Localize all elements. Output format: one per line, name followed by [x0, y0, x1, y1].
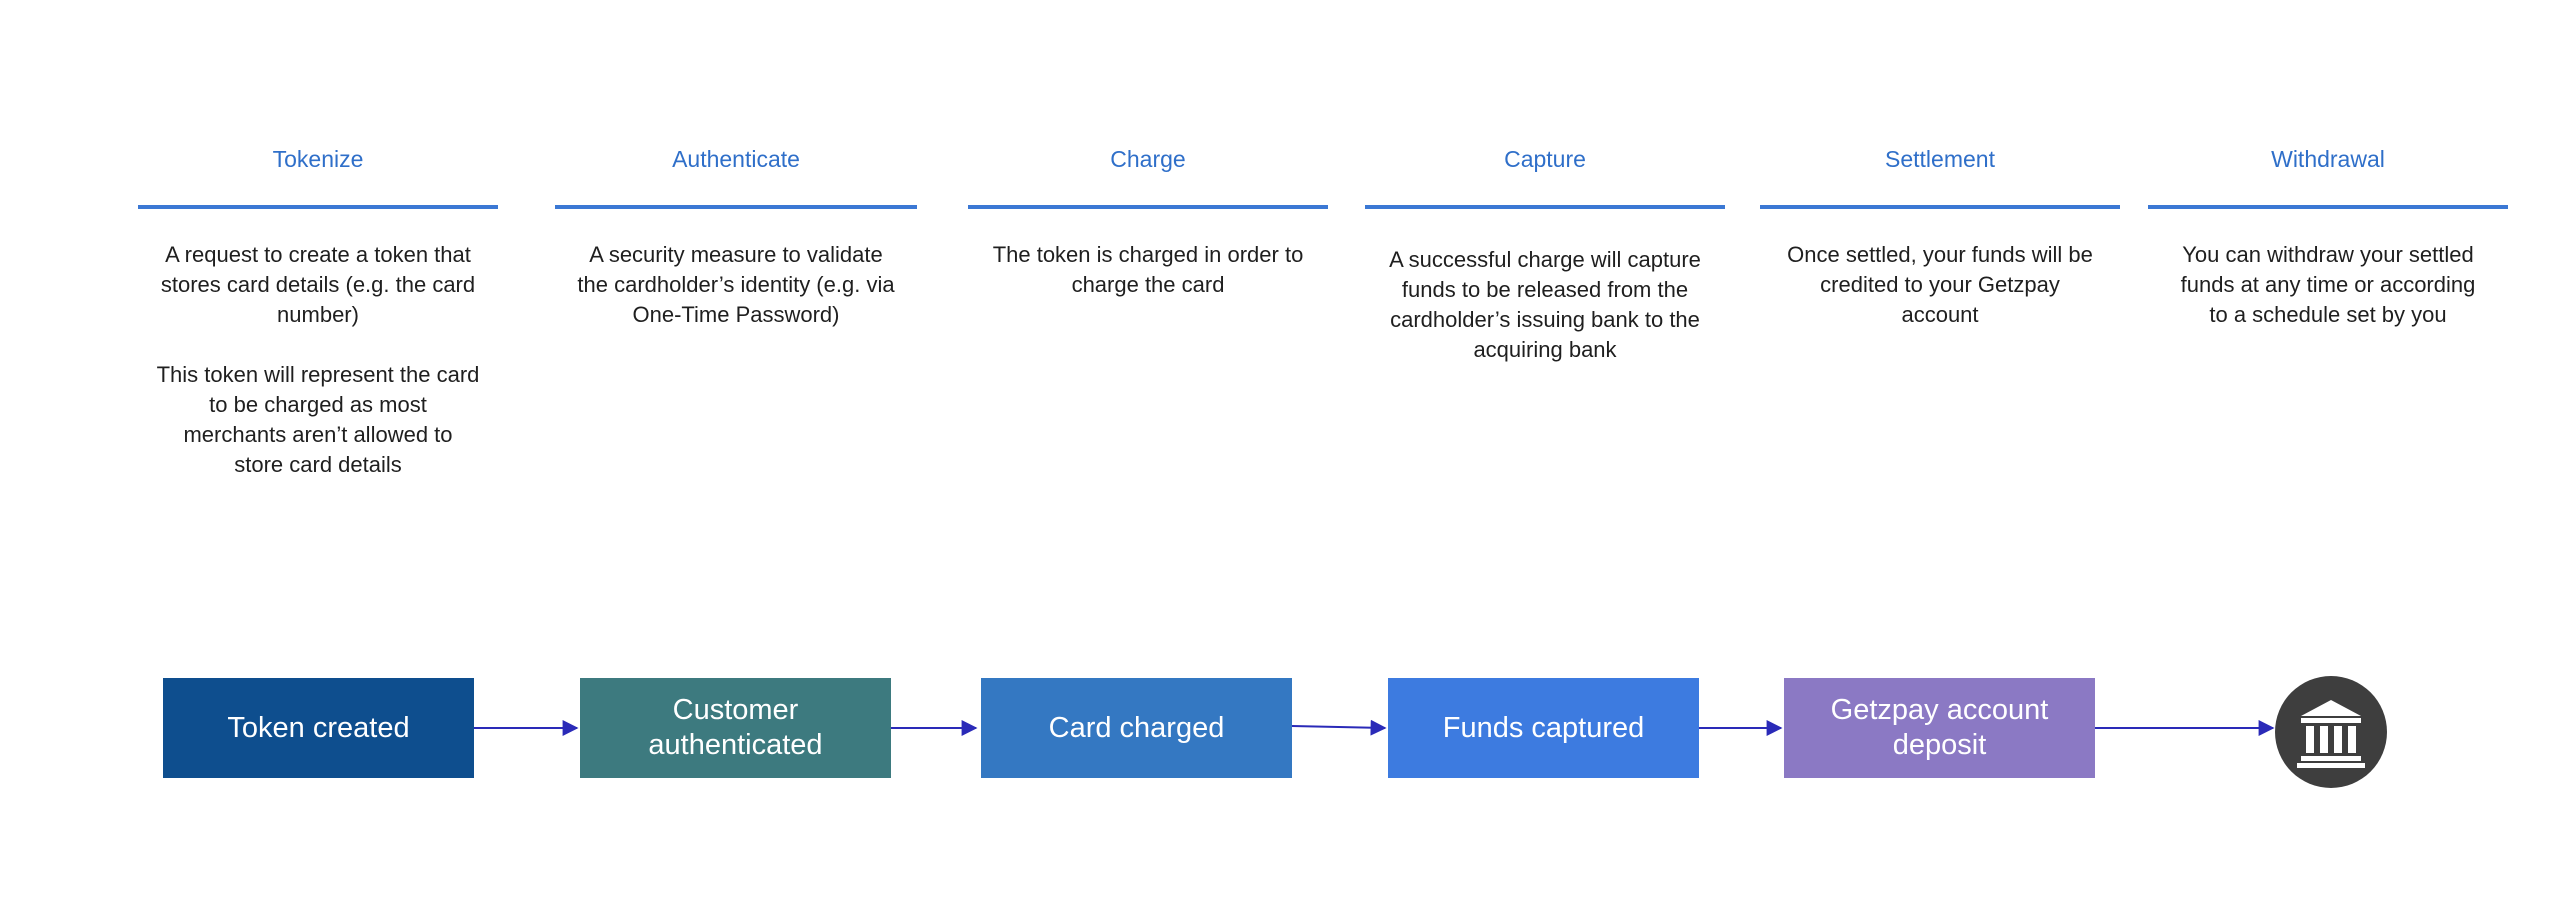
stage-description-line: A request to create a token that stores … [160, 242, 476, 327]
step-customer-authenticated: Customer authenticated [580, 678, 891, 778]
stage-divider [1760, 205, 2120, 209]
stage-title: Charge [1110, 146, 1186, 172]
step-label: Customer authenticated [648, 694, 823, 761]
flow-arrow [1291, 719, 1387, 736]
stage-description: Once settled, your funds will be credite… [1782, 240, 2098, 330]
stage-title: Capture [1504, 146, 1586, 172]
bank-icon [2275, 676, 2387, 788]
step-funds-captured: Funds captured [1388, 678, 1699, 778]
step-label: Card charged [1048, 711, 1225, 744]
stage-divider [1365, 205, 1725, 209]
stage-authenticate: Authenticate A security measure to valid… [555, 0, 917, 540]
flow-connectors [474, 719, 2275, 736]
stage-withdrawal: Withdrawal You can withdraw your settled… [2148, 0, 2508, 540]
step-label: Token created [227, 711, 410, 744]
step-card-charged: Card charged [981, 678, 1292, 778]
stage-title: Tokenize [272, 146, 364, 172]
stage-description: A security measure to validate the cardh… [577, 240, 895, 330]
stage-divider [138, 205, 498, 209]
stage-description: You can withdraw your settled funds at a… [2176, 240, 2480, 330]
stage-description: The token is charged in order to charge … [982, 240, 1314, 300]
step-token-created: Token created [163, 678, 474, 778]
stage-title: Authenticate [672, 146, 800, 172]
stage-description: A successful charge will capture funds t… [1377, 245, 1713, 365]
stage-description-line: A security measure to validate the cardh… [577, 242, 895, 327]
process-flow: Token created Customer authenticated Car… [0, 660, 2560, 800]
stage-description-line: A successful charge will capture funds t… [1389, 247, 1701, 362]
stage-title: Withdrawal [2271, 146, 2385, 172]
stage-capture: Capture A successful charge will capture… [1365, 0, 1725, 540]
stage-description-line: The token is charged in order to charge … [992, 242, 1304, 297]
stage-tokenize: Tokenize A request to create a token tha… [138, 0, 498, 540]
stage-description-line: Once settled, your funds will be credite… [1787, 242, 2093, 327]
stage-description-line: You can withdraw your settled funds at a… [2180, 242, 2476, 327]
stage-divider [968, 205, 1328, 209]
step-label: Funds captured [1442, 711, 1645, 744]
bank-building-glyph [2297, 700, 2365, 768]
stage-charge: Charge The token is charged in order to … [968, 0, 1328, 540]
stage-settlement: Settlement Once settled, your funds will… [1760, 0, 2120, 540]
stage-divider [2148, 205, 2508, 209]
step-account-deposit: Getzpay account deposit [1784, 678, 2095, 778]
step-label: Getzpay account deposit [1830, 694, 2049, 761]
stage-title: Settlement [1885, 146, 1995, 172]
stage-divider [555, 205, 917, 209]
stage-description-line: This token will represent the card to be… [156, 362, 480, 477]
stage-description: A request to create a token that stores … [156, 240, 480, 480]
